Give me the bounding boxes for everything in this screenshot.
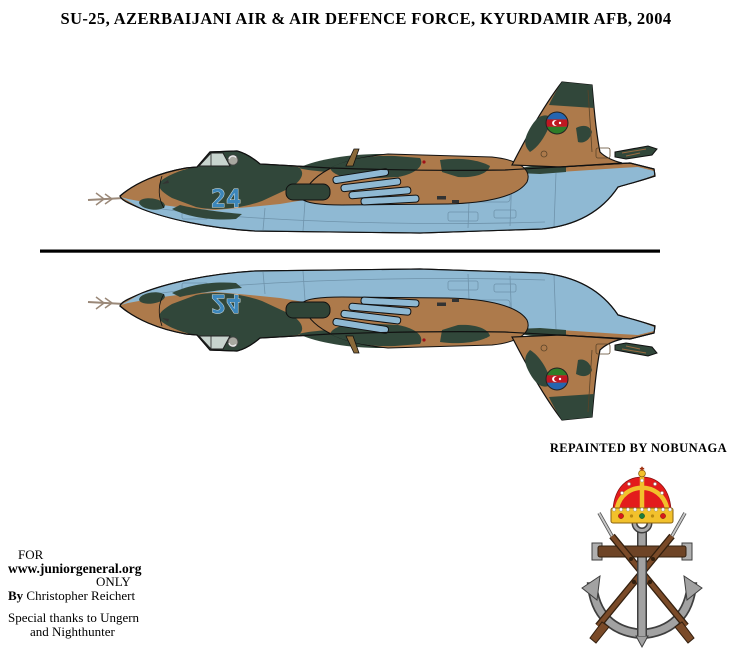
divider-line: [40, 249, 660, 253]
thanks-line-2: and Nighthunter: [30, 623, 115, 639]
repainted-by-label: REPAINTED BY NOBUNAGA: [549, 441, 727, 455]
website-text: www.juniorgeneral.org: [8, 560, 142, 576]
author-name: Christopher Reichert: [26, 587, 136, 603]
by-label: By: [8, 587, 24, 603]
crossed-rifles-icon: [589, 512, 695, 644]
page-title: SU-25, AZERBAIJANI AIR & AIR DEFENCE FOR…: [60, 9, 672, 28]
for-label: FOR: [18, 547, 44, 562]
su25-top-profile: [88, 82, 657, 233]
crown-anchor-crossed-rifles-icon: [581, 466, 703, 649]
thanks-line-1: Special thanks to Ungern: [8, 610, 140, 625]
only-label: ONLY: [96, 574, 131, 589]
author-line: By Christopher Reichert: [8, 587, 141, 603]
crown-icon: [610, 466, 674, 524]
credits-block: FOR www.juniorgeneral.org ONLY By Christ…: [8, 548, 141, 638]
su25-bottom-profile-mirrored: [88, 269, 657, 420]
anchor-stock: [591, 542, 693, 561]
